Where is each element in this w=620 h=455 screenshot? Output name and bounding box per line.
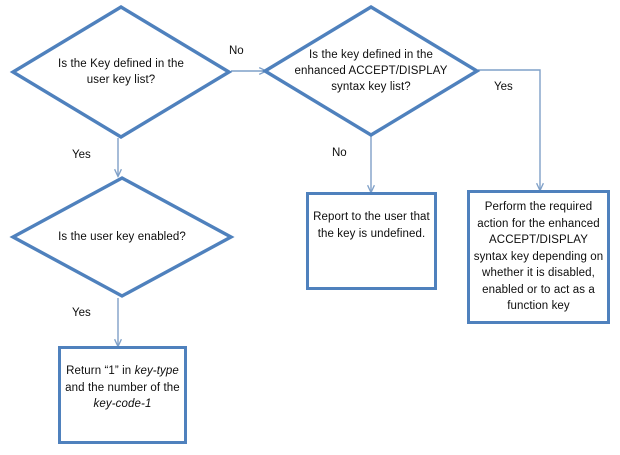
edge-label-yes-2: Yes (72, 307, 91, 319)
decision-user-key-enabled[interactable]: Is the user key enabled? (9, 175, 235, 299)
diamond-shape (9, 5, 233, 139)
decision-user-key-list-label: Is the Key defined in the user key list? (58, 58, 184, 86)
process-perform-action[interactable]: Perform the required action for the enha… (467, 190, 610, 324)
edge-label-no-1: No (229, 45, 244, 57)
decision-enhanced-syntax-key-list-label: Is the key defined in the enhanced ACCEP… (294, 49, 448, 93)
decision-enhanced-syntax-key-list[interactable]: Is the key defined in the enhanced ACCEP… (261, 4, 481, 138)
return-text-part-4: key-code-1 (93, 398, 152, 410)
diamond-shape (9, 176, 235, 298)
process-report-undefined-label: Report to the user that the key is undef… (313, 211, 430, 240)
return-text-part-2: key-type (134, 365, 179, 377)
edge-label-yes-3: Yes (494, 81, 513, 93)
process-perform-action-label: Perform the required action for the enha… (473, 201, 604, 313)
decision-user-key-enabled-label: Is the user key enabled? (58, 231, 186, 243)
return-text-part-1: Return “1” in (66, 365, 135, 377)
edge-label-no-2: No (332, 147, 347, 159)
process-report-undefined[interactable]: Report to the user that the key is undef… (306, 192, 437, 290)
edge-label-yes-1: Yes (72, 149, 91, 161)
diamond-shape (261, 5, 481, 137)
connector-yes-to-perform-action (478, 69, 540, 190)
return-text-part-3: and the number of the (65, 381, 180, 394)
process-return-key-type-label: Return “1” in key-type and the number of… (63, 349, 183, 413)
process-return-key-type[interactable]: Return “1” in key-type and the number of… (58, 346, 187, 444)
decision-user-key-list[interactable]: Is the Key defined in the user key list? (9, 4, 233, 140)
